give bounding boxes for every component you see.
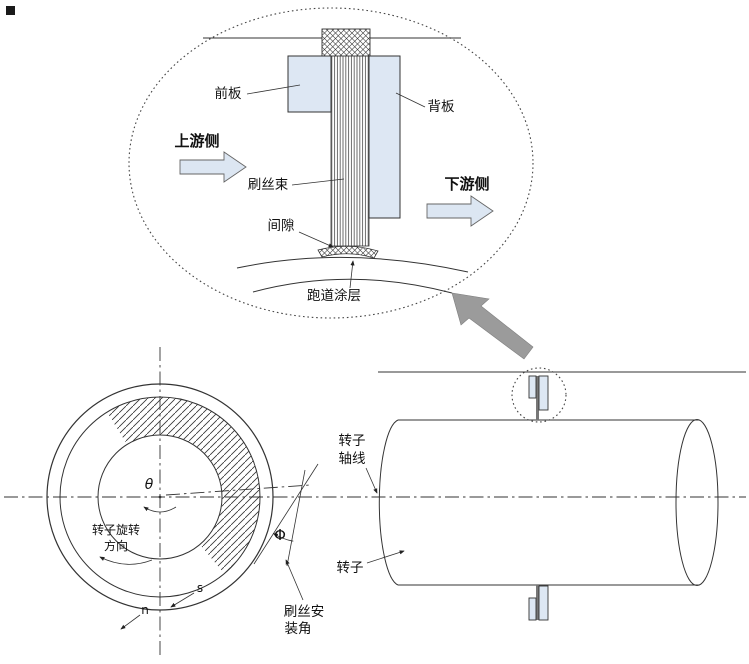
back-plate-leader	[395, 92, 426, 108]
n-axis-label: n	[141, 603, 149, 617]
upstream-flow-arrow-icon	[179, 151, 247, 183]
front-plate-shape	[287, 55, 332, 113]
top-seal-back-plate	[538, 375, 549, 411]
bristle-pack-shape	[330, 39, 370, 247]
top-seal-front-plate	[528, 375, 537, 399]
bottom-seal-bristle	[536, 585, 539, 620]
theta-angle-arc	[143, 506, 177, 513]
page-corner-mark	[6, 6, 15, 15]
coating-arrow	[349, 260, 355, 289]
detail-ellipse	[128, 7, 534, 319]
n-axis-arrow	[120, 614, 141, 630]
install-angle-label-2: 装角	[285, 621, 312, 637]
stator-outer-circle	[46, 383, 274, 611]
phi-label: Φ	[274, 526, 286, 544]
rotor-label: 转子	[337, 560, 364, 576]
rotor-circle	[97, 434, 223, 560]
side-view: 转子 轴线 转子	[337, 367, 746, 621]
back-plate-shape	[368, 55, 401, 219]
downstream-label: 下游侧	[444, 175, 489, 193]
front-plate-leader	[246, 84, 301, 95]
downstream-flow-arrow-icon	[426, 195, 494, 227]
rotation-direction-arrow	[99, 556, 153, 565]
top-seal-callout-circle	[511, 367, 567, 423]
theta-label: θ	[145, 477, 154, 493]
bristle-hatch-region	[107, 396, 261, 574]
clamp-weld-shape	[321, 28, 371, 57]
rotor-arrow	[366, 550, 405, 564]
install-angle-label-1: 刷丝安	[284, 604, 325, 620]
zoom-callout-arrow-icon	[451, 292, 534, 360]
rotation-direction-label-2: 方向	[104, 538, 128, 553]
front-view: θ 转子旋转 方向 Φ s n 刷丝安 装角	[46, 347, 325, 657]
front-plate-label: 前板	[215, 85, 242, 102]
bottom-seal-front-plate	[528, 597, 537, 621]
bottom-seal-back-plate	[538, 585, 549, 621]
bristle-pack-leader	[291, 178, 345, 186]
rotation-direction-label-1: 转子旋转	[92, 522, 140, 537]
bristle-direction-line	[253, 463, 319, 565]
install-angle-arrow	[285, 559, 304, 601]
upstream-label: 上游侧	[174, 132, 219, 150]
back-plate-label: 背板	[428, 99, 455, 115]
phi-angle-arc	[272, 532, 294, 542]
rotor-surface-line-1	[236, 256, 469, 273]
clearance-arrow	[298, 231, 334, 248]
rotor-axis-arrow	[365, 467, 378, 494]
s-axis-label: s	[197, 581, 203, 595]
radial-direction-line	[286, 469, 306, 567]
center-point	[158, 495, 162, 499]
runway-coating-shape	[317, 245, 379, 259]
rotor-left-end	[378, 419, 399, 586]
top-seal-bristle	[536, 376, 539, 420]
clearance-label: 间隙	[268, 218, 295, 234]
rotor-axis-label-2: 轴线	[339, 451, 366, 467]
rotor-right-end	[675, 419, 719, 586]
rotor-axis-label-1: 转子	[339, 433, 366, 449]
bristle-pack-label: 刷丝束	[248, 177, 289, 193]
detail-view: 前板 背板 上游侧 刷丝束 下游侧 间隙 跑道涂层	[128, 7, 534, 319]
s-axis-arrow	[170, 592, 195, 608]
runway-coating-label: 跑道涂层	[307, 288, 361, 304]
